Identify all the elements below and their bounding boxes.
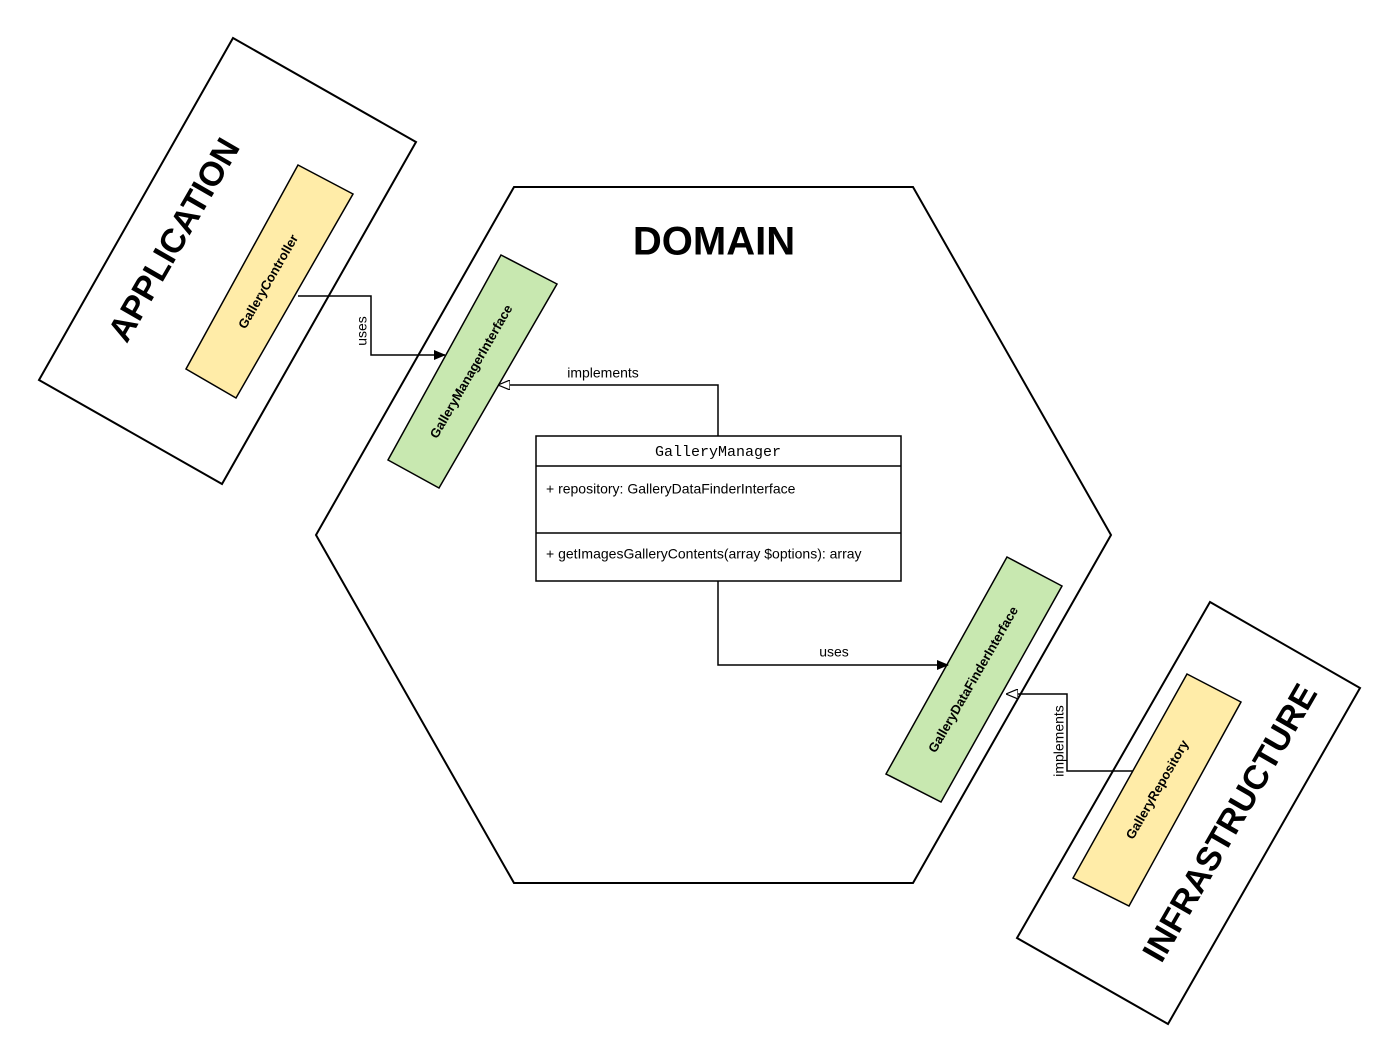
gallery-controller-box — [184, 163, 355, 400]
relations: uses implements uses implements — [298, 295, 1133, 777]
infrastructure-boundary — [1015, 600, 1362, 1026]
infrastructure-layer: INFRASTRUCTURE GalleryRepository — [1015, 600, 1362, 1026]
domain-boundary — [314, 186, 1113, 884]
manager-uses-data-finder-interface-arrow — [717, 581, 949, 670]
controller-uses-manager-interface-arrow — [298, 295, 446, 360]
gallery-manager-interface-component: GalleryManagerInterface — [386, 253, 559, 490]
gallery-data-finder-interface-component: GalleryDataFinderInterface — [884, 555, 1064, 803]
repository-implements-data-finder-interface-arrow — [1007, 694, 1133, 772]
gallery-manager-attribute: + repository: GalleryDataFinderInterface — [546, 481, 796, 497]
manager-uses-data-finder-interface-label: uses — [819, 644, 849, 660]
application-boundary — [37, 36, 418, 486]
gallery-manager-interface-box — [386, 253, 559, 490]
repository-implements-data-finder-interface-label: implements — [1051, 705, 1067, 777]
manager-implements-manager-interface-arrow — [499, 385, 719, 436]
gallery-data-finder-interface-box — [884, 555, 1064, 803]
gallery-manager-class-name: GalleryManager — [655, 444, 781, 461]
domain-title: DOMAIN — [633, 220, 795, 264]
gallery-repository-box — [1071, 672, 1243, 907]
gallery-manager-method: + getImagesGalleryContents(array $option… — [546, 546, 862, 562]
domain-layer: DOMAIN GalleryManagerInterface GalleryDa… — [314, 186, 1113, 884]
manager-implements-manager-interface-label: implements — [567, 365, 639, 381]
controller-uses-manager-interface-label: uses — [354, 316, 370, 346]
gallery-manager-class: GalleryManager + repository: GalleryData… — [535, 435, 902, 582]
application-layer: APPLICATION GalleryController — [37, 36, 418, 486]
